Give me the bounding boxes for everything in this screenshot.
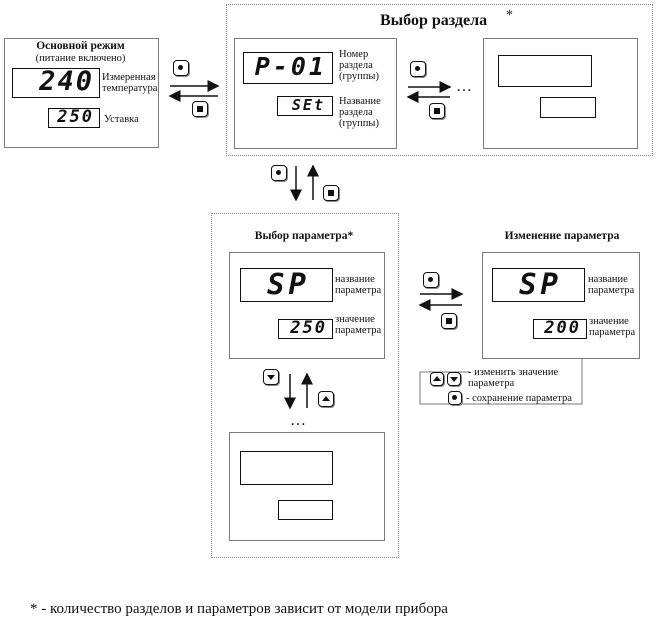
up-button-icon[interactable] — [318, 391, 334, 407]
setpoint-display — [48, 108, 100, 128]
temperature-display-value: 240 — [39, 66, 94, 97]
param-value-label: значение параметра — [335, 314, 382, 336]
param-ellipsis: … — [290, 412, 306, 429]
stop-button-icon[interactable] — [192, 101, 208, 117]
param-name-label: название параметра — [335, 274, 382, 296]
next-section-code-display — [498, 55, 592, 87]
down-button-icon — [447, 372, 461, 386]
param-value-display — [278, 319, 333, 339]
up-button-icon — [430, 372, 444, 386]
legend-save-text: - сохранение параметра — [466, 393, 572, 404]
set-button-icon[interactable] — [173, 60, 189, 76]
next-section-name-display — [540, 97, 596, 118]
param-select-frame — [211, 213, 399, 558]
main-mode-title: Основной режим — [36, 40, 125, 52]
param-edit-title: Изменение параметра — [504, 230, 620, 242]
main-mode-subtitle: (питание включено) — [35, 53, 126, 64]
param-name-value: SP — [267, 267, 310, 301]
set-button-icon[interactable] — [271, 165, 287, 181]
stop-button-icon[interactable] — [429, 103, 445, 119]
legend-change-text: - изменить значение параметра — [468, 367, 559, 389]
edit-name-value: SP — [519, 267, 562, 301]
footnote: * - количество разделов и параметров зав… — [30, 601, 448, 617]
temperature-display — [12, 68, 100, 98]
section-select-asterisk: * — [506, 8, 513, 23]
stop-button-icon[interactable] — [323, 185, 339, 201]
param-select-title: Выбор параметра* — [254, 230, 354, 242]
param-value-value: 250 — [290, 318, 327, 338]
edit-value-label: значение параметра — [589, 316, 636, 338]
setpoint-display-value: 250 — [57, 107, 94, 127]
edit-name-label: название параметра — [588, 274, 635, 296]
edit-value-value: 200 — [544, 318, 581, 338]
section-name-label: Название раздела (группы) — [339, 96, 381, 129]
set-button-icon — [448, 391, 462, 405]
next-param-name-display — [240, 451, 333, 485]
next-param-value-display — [278, 500, 333, 520]
section-name-value: SEt — [291, 96, 325, 114]
section-code-label: Номер раздела (группы) — [339, 49, 379, 82]
section-code-display — [243, 52, 333, 84]
section-name-display — [277, 96, 333, 116]
section-ellipsis: … — [456, 78, 472, 95]
edit-name-display — [492, 268, 585, 302]
down-button-icon[interactable] — [263, 369, 279, 385]
next-param-panel — [229, 432, 385, 541]
set-button-icon[interactable] — [423, 272, 439, 288]
param-panel — [229, 252, 385, 359]
edit-value-display — [533, 319, 587, 339]
temperature-display-label: Измеренная температура — [102, 72, 158, 94]
param-name-display — [240, 268, 333, 302]
stop-button-icon[interactable] — [441, 313, 457, 329]
setpoint-label: Уставка — [104, 114, 139, 125]
set-button-icon[interactable] — [410, 61, 426, 77]
section-code-value: P-01 — [254, 52, 327, 81]
section-select-frame — [226, 4, 653, 156]
section-select-title: Выбор раздела — [380, 12, 488, 29]
